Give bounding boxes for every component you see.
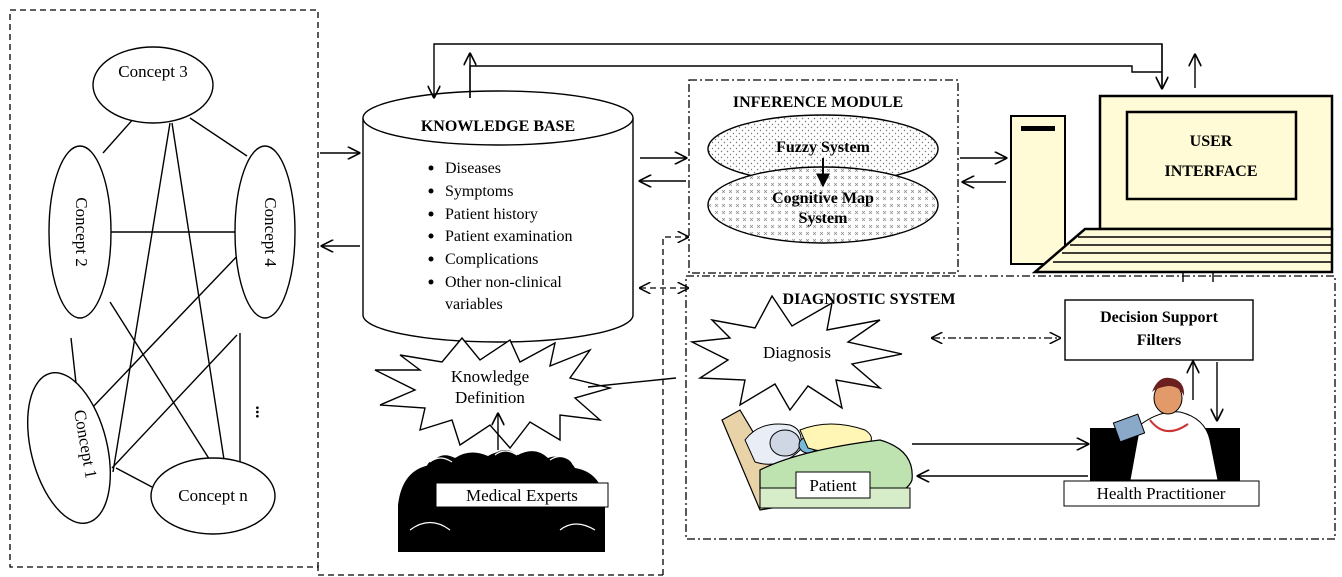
concept-3-label: Concept 3 [118,62,187,81]
knowledge-panel-border [317,237,688,576]
ui-diagnostic-connector [1182,272,1214,282]
diagnostic-system-border [685,275,1336,540]
cognitive-map-label-line2: System [799,210,849,227]
kb-item-variables: variables [445,296,503,313]
inference-module-title: INFERENCE MODULE [733,94,903,111]
diagnosis-label: Diagnosis [763,343,831,362]
dsf-label-line2: Filters [1137,332,1181,349]
knowledge-definition-burst: Knowledge Definition [374,336,677,450]
concept-4-node: Concept 4 [234,145,296,319]
concept-n-node: Concept n [150,457,276,535]
diagnosis-burst: Diagnosis [689,294,903,412]
kb-item-patient-history: Patient history [445,206,538,223]
inference-ui-arrows [960,158,1006,182]
kb-item-patient-examination: Patient examination [445,228,573,245]
knowledge-base-cylinder: KNOWLEDGE BASE Diseases Symptoms Patient… [362,90,634,343]
health-practitioner-label: Health Practitioner [1097,484,1226,503]
user-interface-line2: INTERFACE [1164,163,1257,180]
decision-support-filters-box [1064,299,1254,361]
diagnostic-system: DIAGNOSTIC SYSTEM Diagnosis Decision Sup… [685,275,1336,540]
knowledge-definition-line2: Definition [455,388,525,407]
computer-tower [1010,115,1066,265]
concept-3-node: Concept 3 [92,46,214,124]
more-concepts-ellipsis: ... [252,406,271,419]
kb-item-symptoms: Symptoms [445,183,513,200]
top-feedback-arrows [434,43,1195,98]
cognitive-map-label-line1: Cognitive Map [772,190,874,207]
medical-experts-label: Medical Experts [466,486,578,505]
concept-1-node: Concept 1 [26,372,112,524]
patient-illustration: Patient [721,409,913,511]
concept-4-label: Concept 4 [261,197,280,267]
medical-experts-image: Medical Experts [398,450,609,552]
patient-label: Patient [809,476,856,495]
inference-module-border [688,79,959,274]
concept-n-label: Concept n [178,486,248,505]
inference-module: INFERENCE MODULE Fuzzy System Cognitive … [688,79,959,274]
kb-item-other-non-clinical: Other non-clinical [445,274,562,291]
diagnostic-system-title: DIAGNOSTIC SYSTEM [783,291,956,308]
dsf-label-line1: Decision Support [1100,309,1218,326]
kb-item-complications: Complications [445,251,538,268]
fcm-panel: Concept 3 Concept 2 Concept 4 Concept 1 … [9,9,319,568]
fuzzy-system-label: Fuzzy System [776,139,870,156]
fcm-kb-arrows [320,153,360,246]
computer-keyboard [1031,227,1334,274]
monitor-screen [1125,110,1298,201]
kb-item-diseases: Diseases [445,160,501,177]
computer-illustration: USER INTERFACE [1010,94,1334,274]
user-interface-line1: USER [1190,133,1233,150]
knowledge-definition-line1: Knowledge [451,367,529,386]
knowledge-base-items: Diseases Symptoms Patient history Patien… [428,160,573,313]
fcm-links [70,116,248,488]
health-practitioner-illustration: Health Practitioner [1063,377,1260,507]
concept-2-node: Concept 2 [48,145,112,319]
knowledge-base-title: KNOWLEDGE BASE [421,118,575,135]
fcm-panel-border [9,9,319,568]
kb-inference-arrows [640,158,686,181]
concept-2-label: Concept 2 [72,197,91,266]
